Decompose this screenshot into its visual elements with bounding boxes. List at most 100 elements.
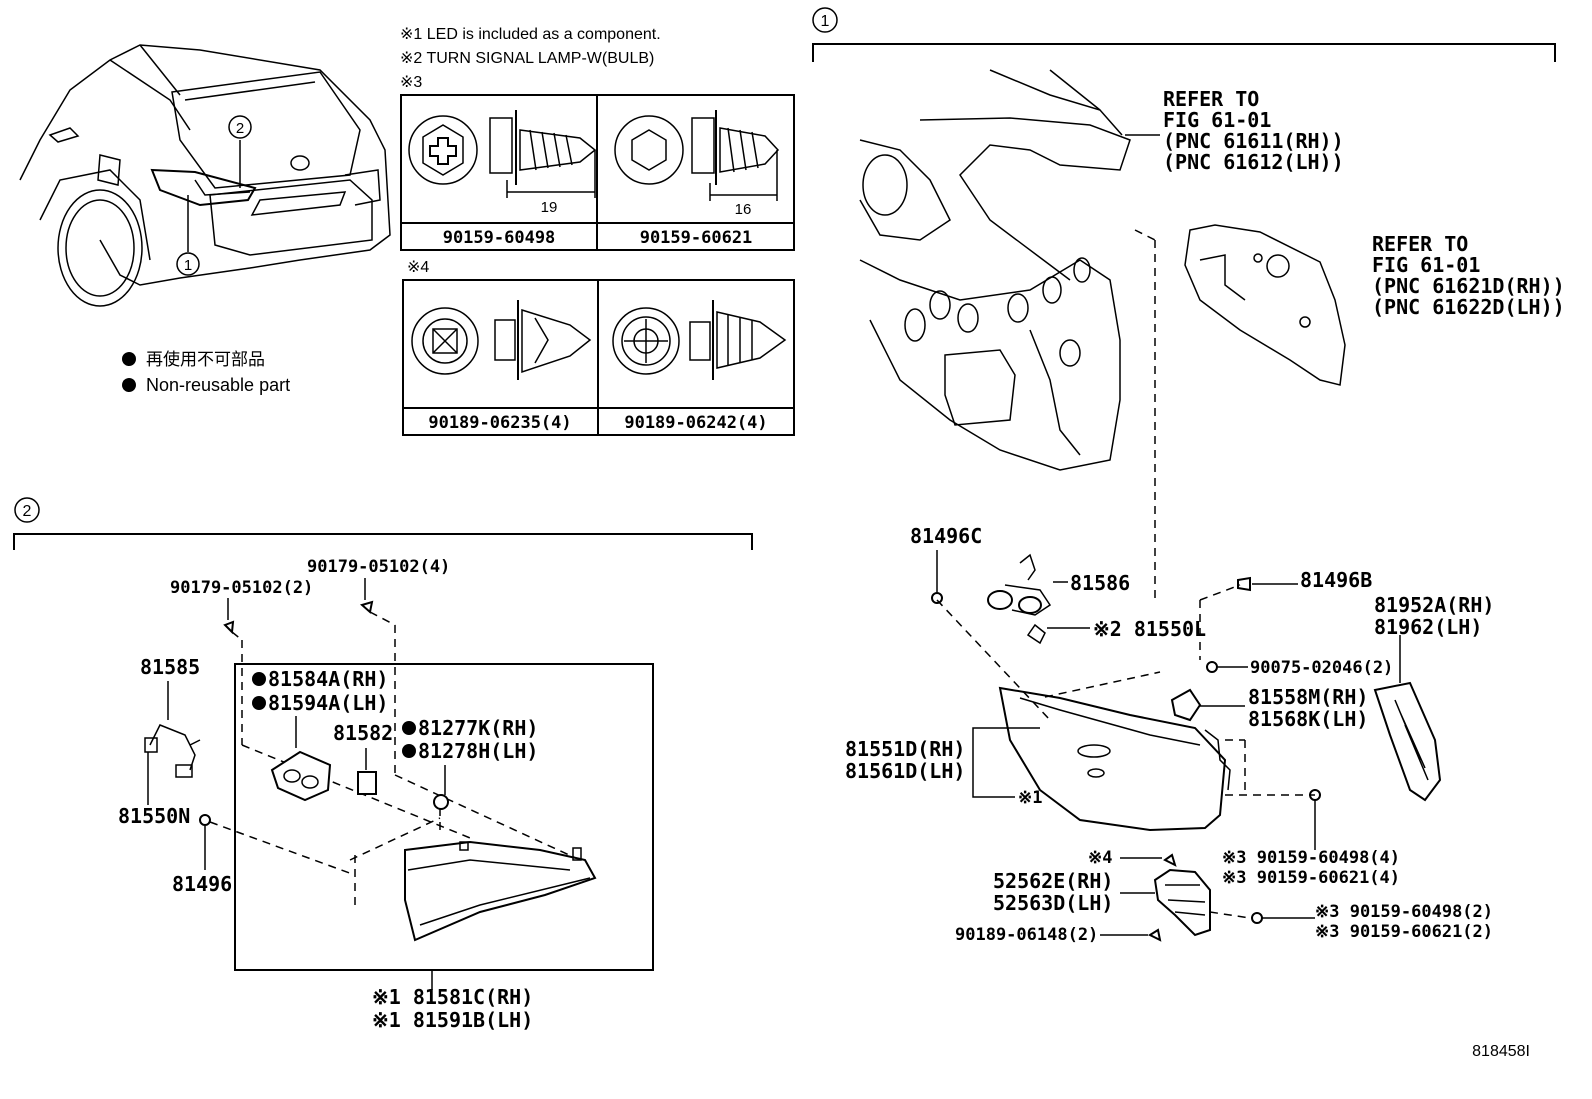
clip-90189-icon: [1147, 928, 1162, 942]
socket-81586-icon: [987, 553, 1052, 645]
label-81550N: 81550N: [118, 804, 190, 828]
label-f1a: ※3 90159-60498(4): [1222, 848, 1400, 868]
clip-90189-06242-icon: [612, 300, 787, 380]
legend: 再使用不可部品 Non-reusable part: [122, 349, 290, 395]
non-reusable-bullet-icon: [252, 696, 266, 710]
screw2-length: 16: [735, 201, 752, 218]
fastener-table-3: 19 90159-60498 16 90159-60621: [400, 94, 795, 251]
label-52562E: 52562E(RH): [993, 869, 1113, 893]
label-f2a: ※3 90159-60498(2): [1315, 902, 1493, 922]
non-reusable-bullet-icon: [122, 378, 136, 392]
body-panel-illustration: [859, 69, 1131, 471]
bracket-81558M-icon: [1170, 688, 1202, 722]
refer-b-line1: REFER TO: [1372, 232, 1468, 256]
screw1-part-number: 90159-60498: [443, 228, 556, 248]
label-90189: 90189-06148(2): [955, 925, 1098, 945]
label-81278H: 81278H(LH): [418, 739, 538, 763]
legend-en: Non-reusable part: [146, 375, 290, 395]
reflector-81952A-icon: [1373, 681, 1442, 802]
label-81584A: 81584A(RH): [268, 667, 388, 691]
non-reusable-bullet-icon: [402, 744, 416, 758]
back-lamp-81581C-illustration: [404, 840, 597, 942]
section-2-header: 2: [13, 497, 753, 550]
label-81952A: 81952A(RH): [1374, 593, 1494, 617]
label-f2b: ※3 90159-60621(2): [1315, 922, 1493, 942]
non-reusable-bullet-icon: [122, 352, 136, 366]
non-reusable-bullet-icon: [252, 672, 266, 686]
section-1-header: 1: [812, 7, 1556, 62]
label-81496: 81496: [172, 872, 232, 896]
note-2: ※2 TURN SIGNAL LAMP-W(BULB): [400, 50, 654, 67]
label-81586: 81586: [1070, 571, 1130, 595]
clip-81496B-icon: [1237, 576, 1251, 592]
label-81550L: ※2 81550L: [1093, 617, 1206, 641]
rear-combination-lamp-illustration: [998, 686, 1231, 832]
label-81496B: 81496B: [1300, 568, 1372, 592]
refer-b-line4: (PNC 61622D(LH)): [1372, 295, 1565, 319]
fastener-table-4: 90189-06235(4) 90189-06242(4): [402, 279, 795, 436]
refer-a-line1: REFER TO: [1163, 87, 1259, 111]
label-81594A: 81594A(LH): [268, 691, 388, 715]
label-90179-4: 90179-05102(4): [307, 557, 450, 577]
clip-81277K-icon: [433, 794, 449, 810]
section-2-number: 2: [23, 503, 32, 520]
label-52563D: 52563D(LH): [993, 891, 1113, 915]
screw-icon: [1251, 912, 1263, 924]
nut-90075-icon: [1206, 661, 1218, 673]
note-1: ※1 LED is included as a component.: [400, 26, 661, 43]
clip1-part-number: 90189-06235(4): [428, 413, 571, 433]
note-4: ※4: [407, 259, 429, 276]
section-1-number: 1: [821, 13, 830, 30]
wire-harness-81585-icon: [144, 724, 201, 778]
pad-81582-icon: [357, 771, 377, 795]
vehicle-rear-illustration: [19, 44, 391, 307]
label-f1b: ※3 90159-60621(4): [1222, 868, 1400, 888]
clip2-part-number: 90189-06242(4): [624, 413, 767, 433]
label-81277K: 81277K(RH): [418, 716, 538, 740]
label-90075: 90075-02046(2): [1250, 658, 1393, 678]
refer-b-bracket-illustration: [1184, 224, 1346, 386]
callout-1-overview: 1: [176, 252, 200, 276]
label-81496C: 81496C: [910, 524, 982, 548]
refer-a-label: REFER TO FIG 61-01 (PNC 61611(RH)) (PNC …: [1125, 87, 1344, 174]
clip-note4-icon: [1163, 853, 1177, 867]
gasket-81584A-icon: [270, 750, 332, 802]
screw2-part-number: 90159-60621: [640, 228, 753, 248]
clip-90189-06235-icon: [411, 300, 592, 380]
label-81551D: 81551D(RH): [845, 737, 965, 761]
callout-2-overview: 2: [228, 115, 252, 139]
non-reusable-bullet-icon: [402, 721, 416, 735]
lamp-kit-box: [234, 663, 654, 971]
refer-a-line3: (PNC 61611(RH)): [1163, 129, 1344, 153]
clip-81496C-icon: [931, 592, 943, 604]
label-81962: 81962(LH): [1374, 615, 1482, 639]
label-81568K: 81568K(LH): [1248, 707, 1368, 731]
refer-b-label: REFER TO FIG 61-01 (PNC 61621D(RH)) (PNC…: [1372, 232, 1565, 319]
label-90179-2: 90179-05102(2): [170, 578, 313, 598]
refer-a-line4: (PNC 61612(LH)): [1163, 150, 1344, 174]
bracket-52562E-icon: [1153, 868, 1211, 937]
label-81558M: 81558M(RH): [1248, 685, 1368, 709]
label-81561D: 81561D(LH): [845, 759, 965, 783]
callout-2-label: 2: [236, 120, 244, 137]
clip-81496-icon: [199, 814, 211, 826]
refer-b-line2: FIG 61-01: [1372, 253, 1480, 277]
clip-90179-icon: [223, 620, 235, 635]
refer-b-line3: (PNC 61621D(RH)): [1372, 274, 1565, 298]
screw-90159-60621-icon: [614, 110, 780, 201]
label-81585: 81585: [140, 655, 200, 679]
label-81591B: ※1 81591B(LH): [372, 1008, 533, 1032]
refer-a-line2: FIG 61-01: [1163, 108, 1271, 132]
legend-jp: 再使用不可部品: [146, 349, 265, 369]
screw1-length: 19: [541, 199, 558, 216]
label-note1: ※1: [1018, 788, 1042, 808]
label-81582: 81582: [333, 721, 393, 745]
callout-1-label: 1: [184, 257, 192, 274]
label-81581C: ※1 81581C(RH): [372, 985, 533, 1009]
screw-90159-60498-icon: [408, 110, 597, 198]
label-note4: ※4: [1088, 848, 1112, 868]
clip-90179-icon: [359, 600, 374, 614]
note-3: ※3: [400, 74, 422, 91]
figure-id: 818458I: [1472, 1043, 1530, 1060]
